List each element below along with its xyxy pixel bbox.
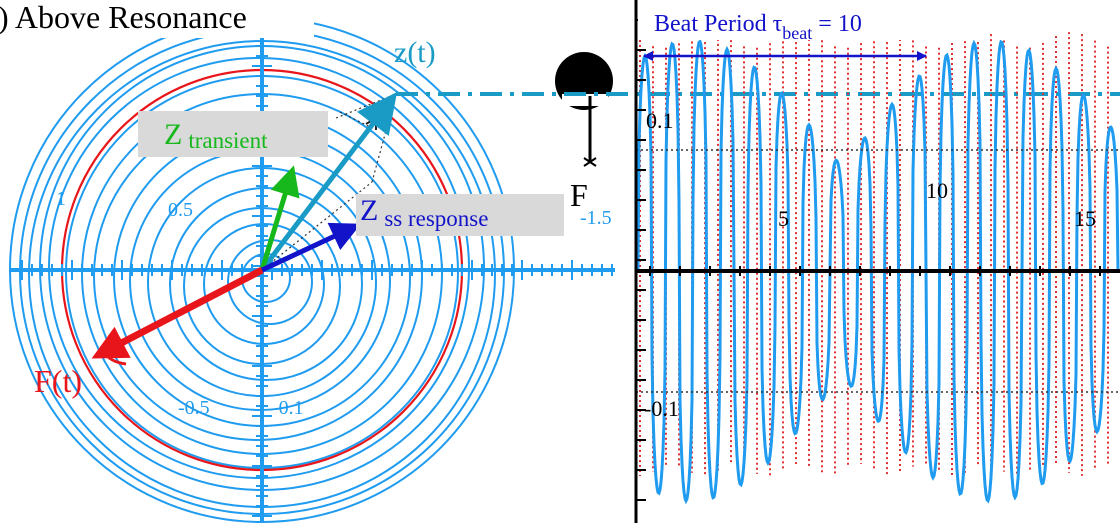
phasor-label-neg0.5: -0.5	[178, 397, 210, 419]
z-ss-vector	[260, 222, 362, 273]
phasor-label-neg0.1: -0.1	[272, 397, 304, 419]
z-transient-label-box	[138, 111, 328, 157]
x-tick-label-10: 10	[926, 178, 948, 203]
y-tick-label-neg: -0.1	[644, 396, 679, 421]
z-transient-vector	[259, 165, 300, 271]
y-tick-label-pos: 0.1	[646, 108, 674, 133]
phasor-label-1: 1	[56, 188, 66, 210]
phasor-axis-ticks	[21, 15, 613, 517]
mass-highlight	[562, 94, 608, 106]
phasor-label-0.5: 0.5	[168, 199, 193, 221]
mass-spring-mark	[583, 157, 597, 167]
mass-on-spring: F	[555, 52, 613, 213]
time-plot: 0.1 -0.1 5 10 15 Beat Period τbeat = 10	[634, 0, 1120, 523]
beat-period-label: Beat Period τbeat = 10	[654, 11, 862, 43]
force-vector-tail	[102, 351, 127, 366]
mass-force-label: F	[570, 177, 588, 213]
beat-label-box	[638, 4, 988, 40]
force-vector	[91, 266, 264, 359]
time-axis-ticks	[636, 19, 1101, 501]
x-tick-label-15: 15	[1074, 206, 1096, 231]
figure-title: ) Above Resonance	[0, 0, 247, 35]
z-t-label: z(t)	[394, 36, 436, 69]
phasor-label-neg1.5: -1.5	[580, 207, 612, 229]
z-ss-label-box	[356, 194, 564, 236]
x-tick-label-5: 5	[778, 206, 789, 231]
z-t-vector	[260, 92, 398, 272]
title-backdrop	[0, 0, 314, 38]
response-curve	[636, 39, 1120, 505]
force-label: F(t)	[34, 363, 82, 399]
